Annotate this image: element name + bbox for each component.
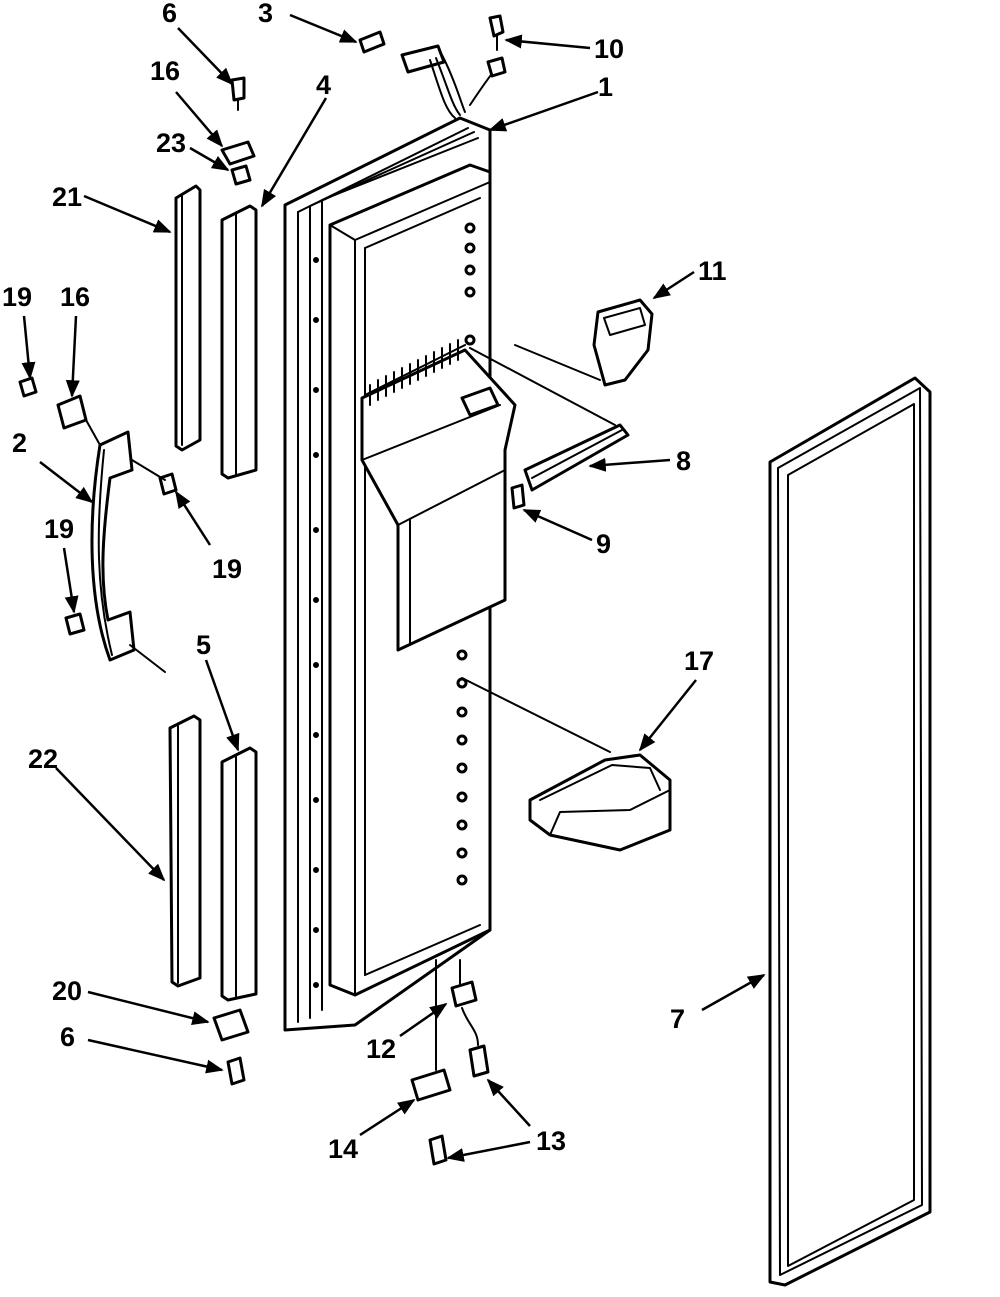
upper-hinge-bracket [220,76,256,186]
callout-5: 5 [196,630,211,660]
screw-13-upper [468,1044,490,1078]
leader-arrows [21,13,766,1162]
lower-channel [220,746,258,1002]
callout-8: 8 [676,446,691,476]
callout-14: 14 [328,1134,358,1164]
callout-10: 10 [594,34,624,64]
callout-12: 12 [366,1034,396,1064]
callout-6-top: 6 [162,0,177,28]
screw-19-low [64,612,86,636]
part-3-plate [358,30,386,54]
upper-handle-trim [174,184,202,452]
dispenser-housing [360,339,517,652]
door-gasket [768,376,932,1287]
lower-hinge-pin [450,980,478,1008]
callout-2: 2 [12,428,27,458]
callout-19-low: 19 [44,514,74,544]
callout-7: 7 [670,1004,685,1034]
callout-13: 13 [536,1126,566,1156]
screw-13-lower [428,1134,448,1166]
ice-chute-funnel [592,298,654,387]
door-handle [56,394,136,662]
door-assembly [283,116,517,1032]
callout-9: 9 [596,529,611,559]
door-screw-dots [313,257,319,988]
screw-19-top [18,376,38,398]
callout-19-mid: 19 [212,554,242,584]
callout-17: 17 [684,646,714,676]
lower-hinge-bracket [212,1008,250,1042]
callout-3: 3 [258,0,273,28]
part-14-hinge [410,1068,452,1102]
callout-19-top: 19 [2,282,32,312]
door-bin [528,753,672,852]
lower-shelf-holes [456,649,468,886]
callout-23: 23 [156,128,186,158]
callout-4: 4 [316,70,331,100]
part-9-clip [510,483,526,510]
upper-shelf-holes [464,222,476,346]
callout-16-left: 16 [60,282,90,312]
lower-handle-trim [168,714,202,988]
callout-1: 1 [598,72,613,102]
callout-22: 22 [28,744,58,774]
screw-19-mid [158,472,178,496]
callout-11: 11 [698,256,727,286]
upper-channel [220,204,258,480]
callout-21: 21 [52,182,82,212]
callout-20: 20 [52,976,82,1006]
callout-16-top: 16 [150,56,180,86]
wire-harness [400,14,507,119]
screw-6-bottom [226,1056,246,1086]
callout-6-bottom: 6 [60,1022,75,1052]
